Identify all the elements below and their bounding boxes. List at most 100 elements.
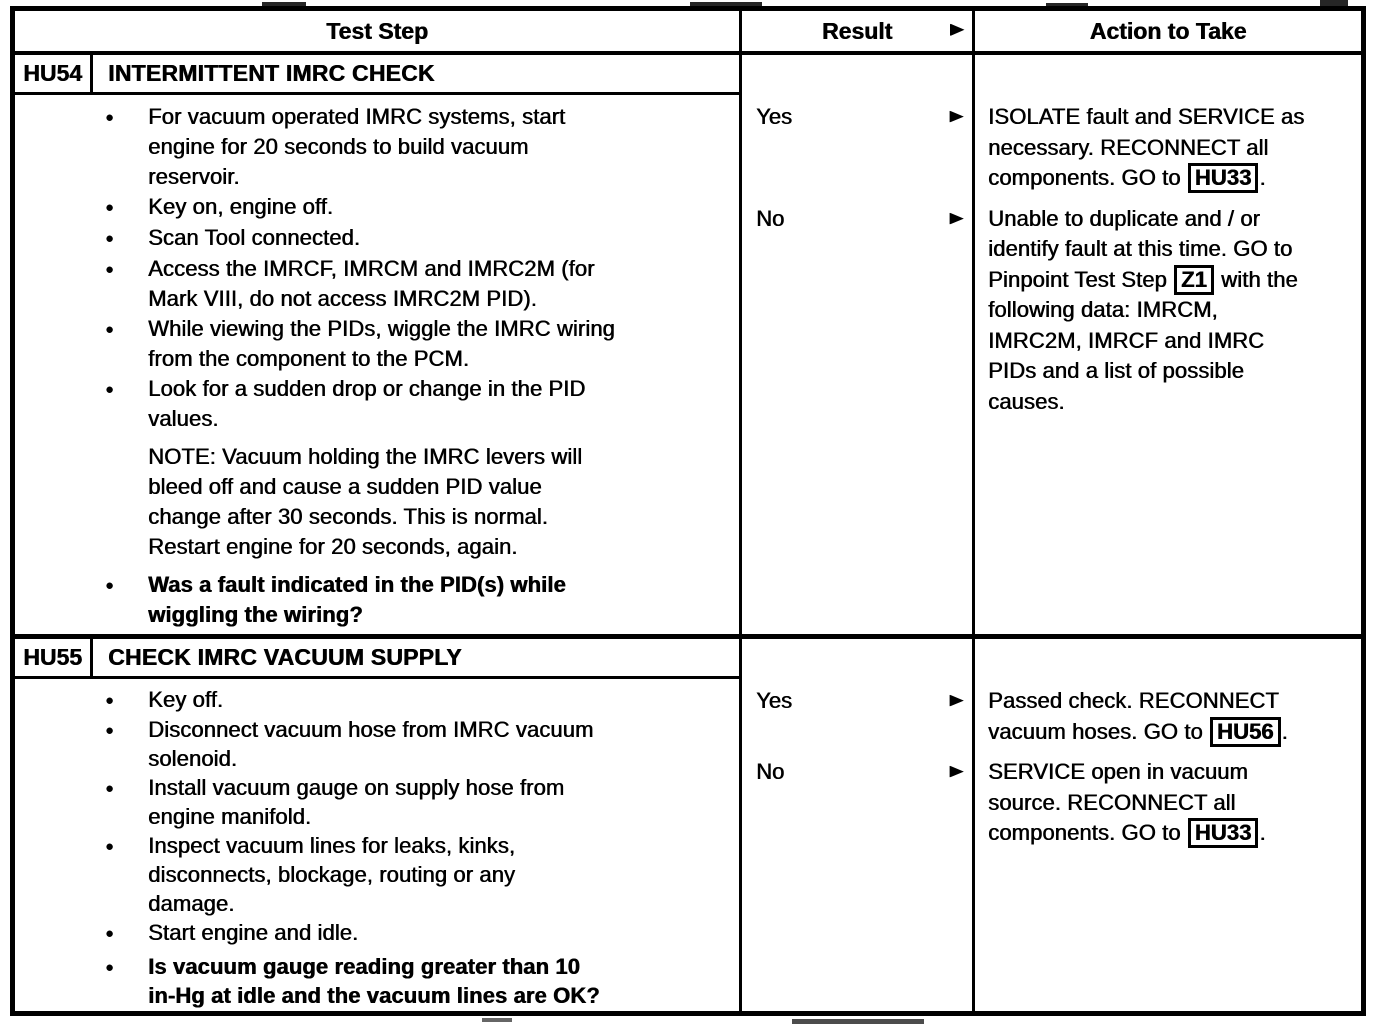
question-text: Is vacuum gauge reading greater than 10 …	[148, 954, 600, 1008]
action-text-post: .	[1281, 718, 1288, 744]
test-step-section-hu55: HU55 CHECK IMRC VACUUM SUPPLY ● Key off.…	[15, 639, 1361, 1011]
step-title: CHECK IMRC VACUUM SUPPLY	[108, 644, 462, 670]
question-text: Was a fault indicated in the PID(s) whil…	[148, 572, 566, 627]
bullet-icon: ●	[105, 838, 115, 855]
action-text-pre: Unable to duplicate and / or identify fa…	[988, 205, 1293, 292]
action-text-post: .	[1259, 820, 1266, 845]
test-step-bullet: ● Key off.	[105, 685, 731, 715]
bullet-icon: ●	[105, 321, 115, 338]
scan-artifact	[1320, 0, 1348, 11]
bullet-text: Look for a sudden drop or change in the …	[148, 376, 586, 431]
result-action-area: Yes ► ISOLATE fault and SERVICE as neces…	[742, 55, 1361, 634]
step-title-row: HU55 CHECK IMRC VACUUM SUPPLY	[15, 639, 739, 679]
procedure-ref-box: HU33	[1187, 163, 1259, 193]
result-cell: No ►	[742, 757, 975, 849]
outcome-row-yes: Yes ► Passed check. RECONNECT vacuum hos…	[742, 686, 1361, 747]
result-action-area: Yes ► Passed check. RECONNECT vacuum hos…	[742, 639, 1361, 1011]
action-text: Passed check. RECONNECT vacuum hoses. GO…	[975, 686, 1361, 747]
result-yes-label: Yes	[756, 104, 792, 129]
bullet-text: Install vacuum gauge on supply hose from…	[148, 775, 565, 829]
action-text: Unable to duplicate and / or identify fa…	[975, 204, 1361, 418]
test-step-bullet: ● Look for a sudden drop or change in th…	[105, 374, 731, 434]
result-cell: Yes ►	[742, 686, 975, 747]
procedure-ref-box: HU56	[1209, 716, 1281, 747]
step-title-row: HU54 INTERMITTENT IMRC CHECK	[15, 55, 739, 95]
bullet-icon: ●	[105, 722, 115, 739]
column-divider	[972, 55, 975, 634]
test-step-bullet: ● Install vacuum gauge on supply hose fr…	[105, 773, 731, 831]
outcome-row-yes: Yes ► ISOLATE fault and SERVICE as neces…	[742, 102, 1361, 194]
header-action-to-take: Action to Take	[1089, 17, 1247, 44]
test-step-bullet: ● For vacuum operated IMRC systems, star…	[105, 102, 731, 192]
result-arrow-icon: ►	[945, 106, 968, 127]
header-test-step: Test Step	[15, 11, 742, 51]
question-bullet: ● Was a fault indicated in the PID(s) wh…	[105, 570, 731, 630]
outcome-row-no: No ► SERVICE open in vacuum source. RECO…	[742, 757, 1361, 849]
question-bullet: ● Is vacuum gauge reading greater than 1…	[105, 952, 731, 1010]
table-header-row: Test Step Result ► Action to Take	[15, 11, 1361, 55]
bullet-text: Scan Tool connected.	[148, 225, 360, 250]
action-text-post: .	[1259, 165, 1266, 190]
test-step-bullet: ● Start engine and idle.	[105, 918, 731, 948]
bullet-text: Disconnect vacuum hose from IMRC vacuum …	[148, 717, 594, 771]
result-yes-label: Yes	[756, 688, 792, 713]
bullet-icon: ●	[105, 959, 115, 976]
test-step-section-hu54: HU54 INTERMITTENT IMRC CHECK ● For vacuu…	[15, 55, 1361, 639]
step-title: INTERMITTENT IMRC CHECK	[108, 60, 435, 86]
bullet-icon: ●	[105, 780, 115, 797]
test-step-bullet: ● Inspect vacuum lines for leaks, kinks,…	[105, 831, 731, 918]
test-step-bullet: ● While viewing the PIDs, wiggle the IMR…	[105, 314, 731, 374]
bullet-text: Key off.	[148, 687, 223, 712]
bullet-text: For vacuum operated IMRC systems, start …	[148, 104, 566, 189]
result-cell: No ►	[742, 204, 975, 418]
procedure-ref-box: Z1	[1173, 264, 1214, 295]
bullet-icon: ●	[105, 199, 115, 216]
bullet-icon: ●	[105, 261, 115, 278]
column-divider	[972, 639, 975, 1011]
bullet-icon: ●	[105, 925, 115, 942]
bullet-text: Key on, engine off.	[148, 194, 333, 219]
header-result: Result ►	[742, 11, 975, 51]
outcomes-list: Yes ► Passed check. RECONNECT vacuum hos…	[742, 639, 1361, 849]
test-step-bullet: ● Disconnect vacuum hose from IMRC vacuu…	[105, 715, 731, 773]
procedure-ref-box: HU33	[1187, 818, 1259, 848]
bullet-icon: ●	[105, 230, 115, 247]
action-text-pre: ISOLATE fault and SERVICE as necessary. …	[988, 104, 1305, 190]
scan-artifact	[262, 2, 306, 8]
scan-artifact	[482, 1018, 512, 1022]
bullet-text: Start engine and idle.	[148, 920, 359, 945]
scan-artifact	[1046, 3, 1088, 8]
header-result-label: Result	[821, 17, 893, 44]
action-text-post: with the following data: IMRCM, IMRC2M, …	[988, 266, 1298, 414]
result-cell: Yes ►	[742, 102, 975, 194]
test-step-column: HU54 INTERMITTENT IMRC CHECK ● For vacuu…	[15, 55, 742, 634]
result-arrow-icon: ►	[945, 207, 968, 229]
pinpoint-test-table: Test Step Result ► Action to Take HU54 I…	[10, 6, 1366, 1016]
result-arrow-icon: ►	[945, 18, 969, 41]
action-text: ISOLATE fault and SERVICE as necessary. …	[975, 102, 1361, 194]
step-id-badge: HU55	[15, 639, 93, 676]
step-id-badge: HU54	[15, 55, 93, 92]
test-step-bullet: ● Scan Tool connected.	[105, 223, 731, 254]
bullet-icon: ●	[105, 381, 115, 398]
bullet-icon: ●	[105, 692, 115, 709]
bullet-icon: ●	[105, 109, 115, 126]
scan-artifact	[792, 1019, 924, 1024]
result-arrow-icon: ►	[945, 761, 968, 782]
bullet-text: Inspect vacuum lines for leaks, kinks, d…	[148, 833, 515, 916]
test-step-bullet: ● Access the IMRCF, IMRCM and IMRC2M (fo…	[105, 254, 731, 314]
outcomes-list: Yes ► ISOLATE fault and SERVICE as neces…	[742, 55, 1361, 417]
action-text-pre: SERVICE open in vacuum source. RECONNECT…	[988, 759, 1248, 845]
outcome-row-no: No ► Unable to duplicate and / or identi…	[742, 204, 1361, 418]
note-block: NOTE: Vacuum holding the IMRC levers wil…	[148, 442, 731, 562]
result-arrow-icon: ►	[945, 690, 968, 711]
scan-artifact	[690, 2, 762, 9]
result-no-label: No	[756, 205, 785, 231]
step-instructions: ● For vacuum operated IMRC systems, star…	[15, 95, 739, 630]
bullet-text: While viewing the PIDs, wiggle the IMRC …	[148, 316, 615, 371]
result-no-label: No	[756, 759, 785, 784]
step-instructions: ● Key off. ● Disconnect vacuum hose from…	[15, 679, 739, 1010]
test-step-bullet: ● Key on, engine off.	[105, 192, 731, 223]
bullet-icon: ●	[105, 577, 115, 594]
bullet-text: Access the IMRCF, IMRCM and IMRC2M (for …	[148, 256, 595, 311]
